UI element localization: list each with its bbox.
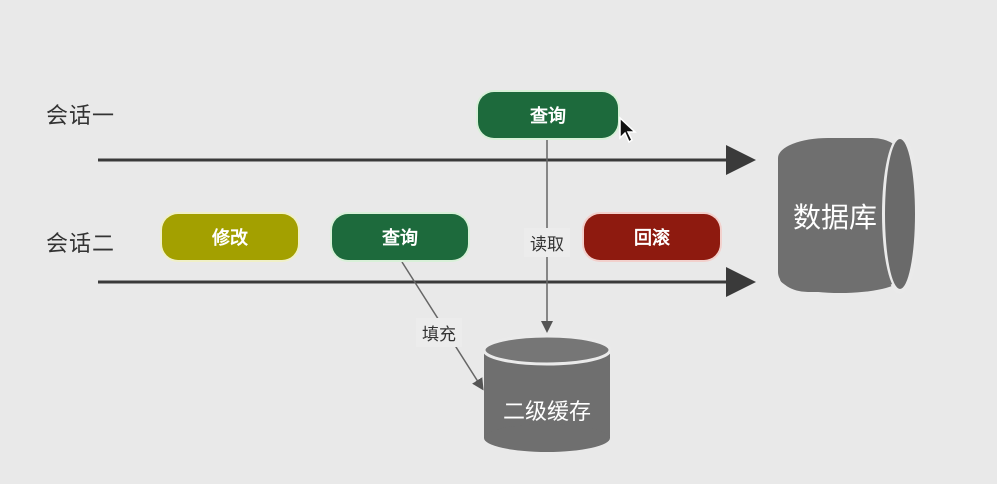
session-two-modify-button[interactable]: 修改: [162, 214, 298, 260]
session-one-label: 会话一: [46, 104, 116, 129]
cache-label: 二级缓存: [502, 400, 591, 425]
database-side: [882, 136, 918, 292]
fill-edge-label: 填充: [416, 318, 462, 347]
session-two-rollback-button[interactable]: 回滚: [584, 214, 720, 260]
database-label: 数据库: [792, 201, 877, 234]
session-two-label: 会话二: [46, 232, 116, 257]
mouse-cursor-icon: [619, 116, 637, 144]
cache-cylinder: [482, 334, 612, 452]
session-one-query-button[interactable]: 查询: [478, 92, 618, 138]
session-two-query-button[interactable]: 查询: [332, 214, 468, 260]
read-edge-label: 读取: [524, 228, 570, 257]
